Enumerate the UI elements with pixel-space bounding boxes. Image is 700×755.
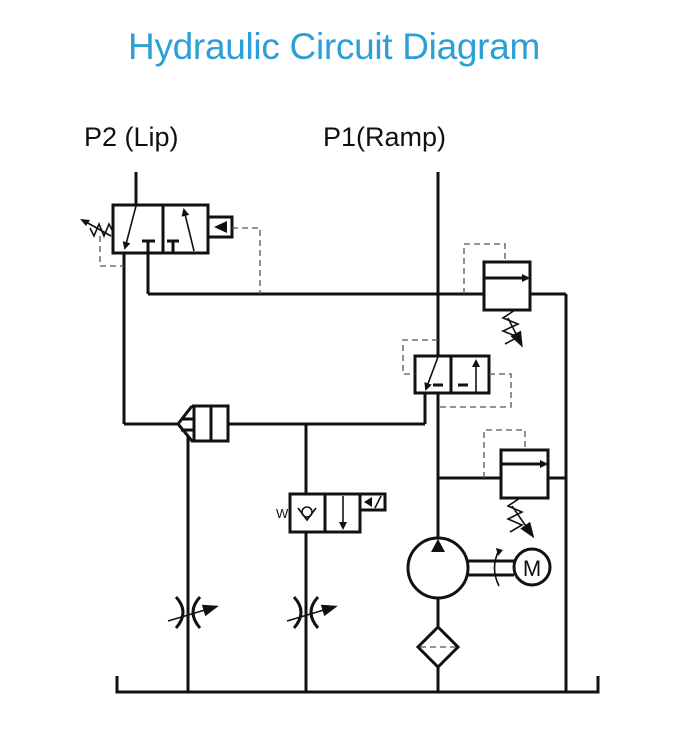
relief-upper-box [482, 260, 532, 312]
motor-label: M [523, 556, 541, 581]
valve-p1 [402, 339, 512, 408]
motor-icon [512, 547, 552, 587]
valve-p1-pilot-left [402, 339, 438, 375]
valve-p2-pilot-actuator [206, 215, 234, 239]
spring-label-w: W [276, 506, 289, 521]
shaft-rotation-arrow-icon [496, 548, 503, 556]
pump-direction-triangle-icon [431, 539, 445, 552]
relief-lower-spring-icon [506, 497, 524, 533]
valve-p1-box-right [449, 354, 491, 395]
solenoid-check-box-right [323, 492, 362, 534]
solenoid-check-box-left [288, 492, 327, 534]
port-label-p1: P1(Ramp) [323, 122, 447, 152]
pump-motor-unit: M [406, 536, 552, 600]
relief-valve-lower [483, 429, 550, 539]
valve-p2-flow-arrow [122, 205, 137, 250]
valve-p2-drain-line [99, 236, 124, 267]
pilot-triangle-icon [214, 221, 227, 233]
relief-lower-box [499, 448, 550, 500]
solenoid-check-valve: W [276, 492, 387, 534]
relief-upper-spring-icon [500, 309, 521, 345]
check-seat-icon [297, 507, 317, 522]
relief-upper-pilot-line [463, 243, 506, 294]
relief-lower-pilot-line [483, 429, 526, 478]
spring-adjust-line [85, 221, 112, 237]
tank-outline [115, 676, 600, 694]
valve-p1-box-left [413, 354, 453, 395]
solenoid-coil-icon [374, 495, 382, 509]
port-label-p2: P2 (Lip) [84, 122, 179, 152]
main-lines [122, 172, 568, 692]
filter [415, 624, 461, 670]
throttle-left-arc-1 [174, 595, 185, 629]
relief-upper-adjust-arrow-icon [507, 317, 523, 348]
diagram-title: Hydraulic Circuit Diagram [128, 26, 540, 67]
pump-icon [406, 536, 470, 600]
flow-control-left [167, 595, 219, 629]
throttle-left-adjust-arrow-icon [167, 604, 219, 622]
throttle-middle-arc-2 [309, 595, 320, 629]
spring-adjust-arrow-icon [80, 219, 90, 226]
shuttle-outline [176, 404, 230, 443]
relief-lower-adjust-arrow-icon [511, 505, 535, 539]
filter-icon [415, 624, 461, 670]
valve-p2 [80, 203, 261, 294]
tank [115, 676, 600, 694]
valve-p1-flow-arrow [424, 356, 439, 391]
valve-p2-pilot-line [232, 227, 261, 294]
throttle-left-arc-2 [191, 595, 202, 629]
relief-valve-upper [463, 243, 532, 348]
valve-p2-box-left [111, 203, 165, 255]
solenoid-actuator [358, 492, 387, 512]
valve-p1-pilot-right [438, 373, 512, 408]
solenoid-triangle-icon [364, 497, 372, 507]
shuttle-valve [176, 404, 230, 443]
flow-control-middle [286, 595, 338, 629]
throttle-middle-arc-1 [292, 595, 303, 629]
valve-p2-flow-arrow-2 [181, 208, 195, 252]
valve-p2-box-right [161, 203, 210, 255]
throttle-middle-adjust-arrow-icon [286, 604, 338, 622]
